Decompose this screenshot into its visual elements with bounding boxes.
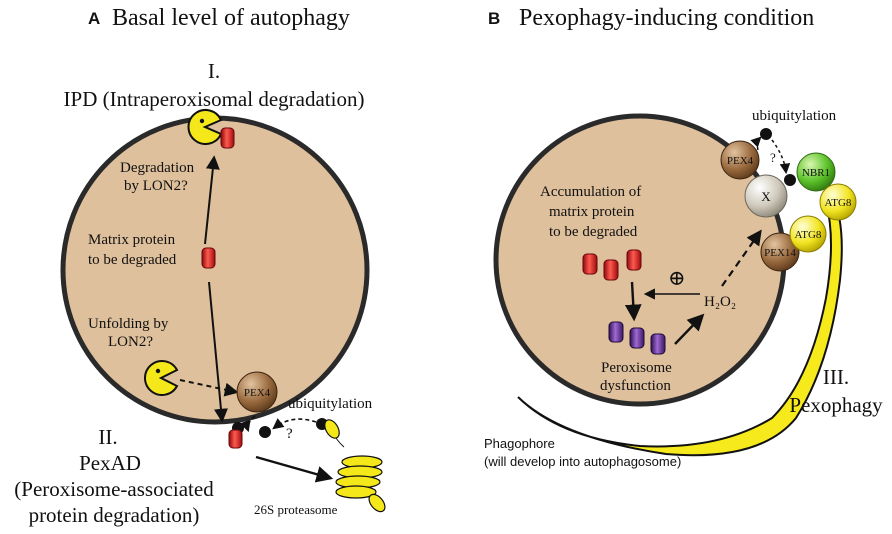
proteasome-26s	[324, 419, 386, 513]
pex4-b-label: PEX4	[727, 155, 754, 167]
arrow-to-lon2	[204, 155, 220, 245]
pex14-label: PEX14	[764, 247, 796, 259]
panel-a-title: Basal level of autophagy	[112, 5, 350, 31]
atg8-bottom	[789, 215, 827, 253]
ubiquitylation-b: ubiquitylation	[752, 108, 837, 124]
ubiquitin-a1	[259, 426, 271, 438]
matrix-line1: Matrix protein	[88, 232, 176, 248]
protein-x	[744, 174, 788, 218]
arrow-pex4-ubq	[239, 415, 256, 433]
arrow-accum-to-dysfunction	[624, 281, 642, 322]
panel-a-letter: A	[88, 9, 100, 28]
nbr1-label: NBR1	[802, 167, 830, 179]
panel-b-title: Pexophagy-inducing condition	[519, 5, 814, 31]
matrix-line2: to be degraded	[88, 252, 177, 268]
pex4-a-label: PEX4	[244, 387, 271, 399]
accum-line2: matrix protein	[549, 204, 635, 220]
arrow-to-export	[208, 281, 228, 423]
phagophore-line2: (will develop into autophagosome)	[484, 454, 681, 469]
dysfunction-line2: dysfunction	[600, 378, 671, 394]
lon2-protease-top	[187, 109, 223, 145]
phagophore-line1: Phagophore	[484, 436, 555, 451]
pex4-a	[236, 371, 278, 413]
h2o2-label: H₂O₂	[704, 294, 736, 310]
pexophagy-numeral: III.	[823, 365, 849, 389]
panel-b-letter: B	[488, 9, 500, 28]
peroxisome-a	[60, 115, 370, 425]
pex14	[760, 232, 800, 272]
pexad-line2: protein degradation)	[29, 503, 200, 527]
accumulated-matrix-proteins	[582, 249, 642, 281]
pexad-label: PexAD	[79, 451, 141, 475]
pexad-line1: (Peroxisome-associated	[14, 477, 214, 501]
arrow-to-h2o2	[674, 313, 705, 345]
arrow-pex4-ubq-b	[750, 136, 762, 151]
matrix-protein-center	[201, 247, 216, 269]
proteasome-label: 26S proteasome	[254, 502, 338, 517]
arrow-to-proteasome	[255, 455, 334, 483]
atg8-bottom-label: ATG8	[795, 229, 822, 241]
ubiquitinated-protein	[228, 422, 244, 449]
unfolding-line2: LON2?	[108, 334, 153, 350]
nbr1	[796, 152, 836, 192]
degradation-line1: Degradation	[120, 160, 195, 176]
dysfunction-proteins	[608, 321, 666, 355]
pex4-b	[720, 140, 760, 180]
degradation-line2: by LON2?	[124, 178, 188, 194]
matrix-protein-top	[220, 127, 235, 149]
arrow-ubq-transfer	[272, 418, 317, 430]
unfolding-line1: Unfolding by	[88, 316, 169, 332]
question-a: ?	[286, 426, 293, 442]
panel-a: A Basal level of autophagy I. IPD (Intra…	[14, 5, 386, 527]
question-b: ?	[770, 150, 776, 165]
accum-line3: to be degraded	[549, 224, 638, 240]
pexophagy-label: Pexophagy	[789, 393, 883, 417]
accum-line1: Accumulation of	[540, 184, 641, 200]
ipd-label: IPD (Intraperoxisomal degradation)	[64, 87, 365, 111]
arrow-unfolding	[179, 379, 239, 397]
lon2-protease-bottom	[144, 360, 179, 396]
dysfunction-line1: Peroxisome	[601, 360, 672, 376]
panel-b: B Pexophagy-inducing condition ubiquityl…	[484, 5, 883, 469]
plus-sign: ⊕	[668, 266, 686, 290]
protein-x-label: X	[761, 189, 771, 204]
ubiquitin-b1	[760, 128, 772, 140]
ubiquitylation-a: ubiquitylation	[288, 396, 373, 412]
ipd-numeral: I.	[208, 59, 220, 83]
pexad-numeral: II.	[98, 425, 117, 449]
arrow-ubq-to-x	[771, 139, 791, 175]
atg8-top	[819, 183, 857, 221]
ubiquitin-b2	[784, 174, 796, 186]
atg8-top-label: ATG8	[825, 197, 852, 209]
